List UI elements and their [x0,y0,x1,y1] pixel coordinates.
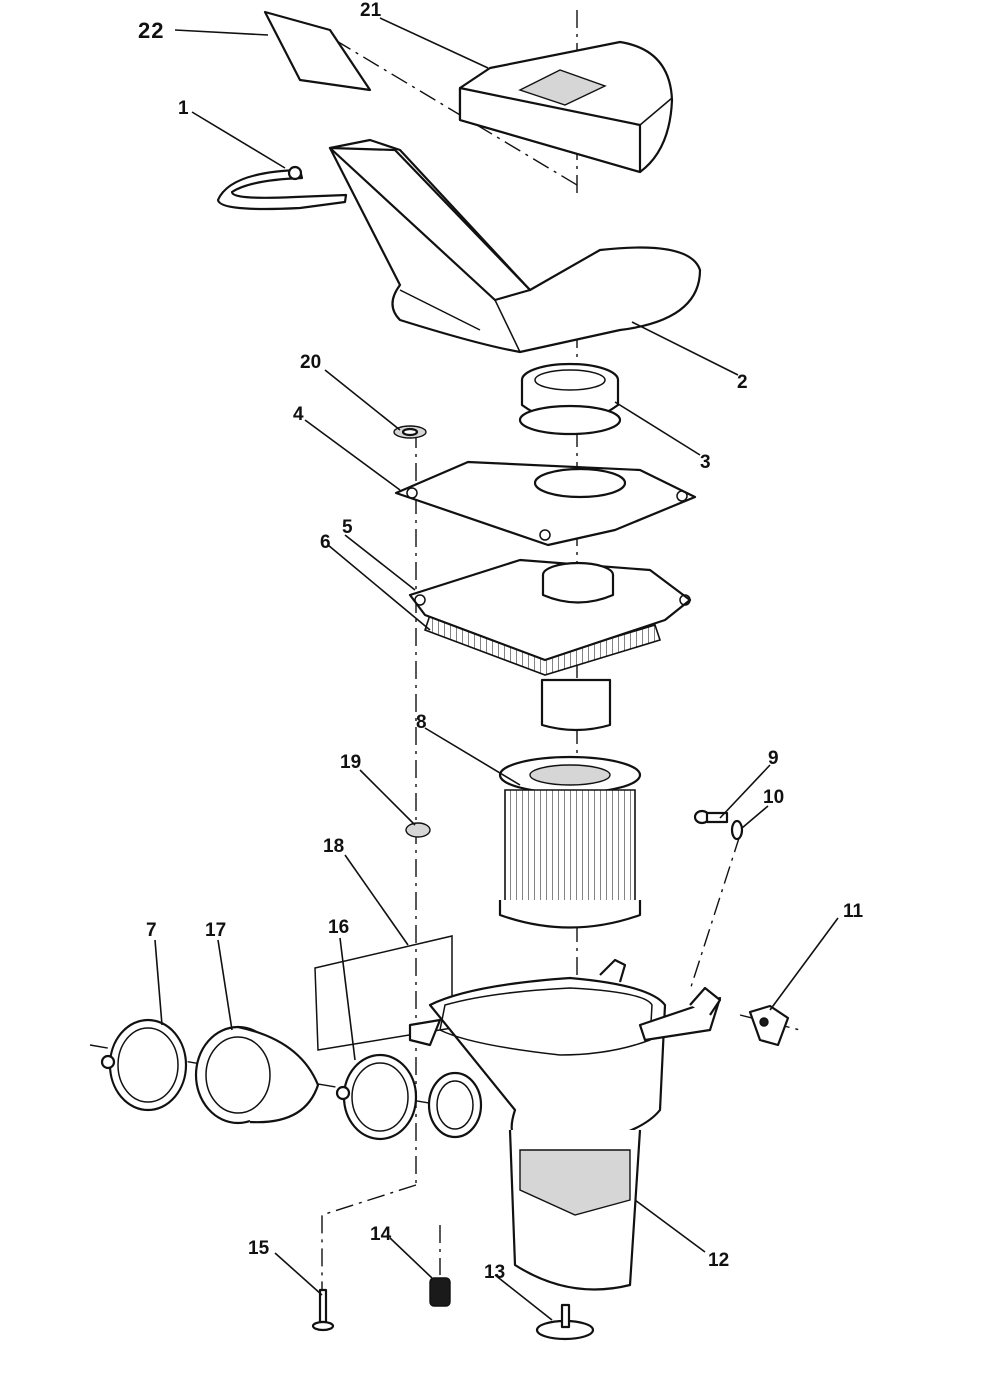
part-3-boot [518,362,622,436]
part-5-air-box-lid [408,558,692,732]
callout-8: 8 [416,712,427,733]
callout-11: 11 [843,901,864,922]
callout-1: 1 [178,98,189,119]
part-22-decal [263,10,372,92]
part-21-intake-foam [458,40,674,174]
callout-19: 19 [340,752,361,773]
callout-5: 5 [342,517,353,538]
part-9-screw [693,809,729,825]
part-8-filter-element [498,755,642,929]
callout-15: 15 [248,1238,270,1259]
part-2-intake-silencer [328,138,702,354]
callout-20: 20 [300,352,321,373]
part-4-cover-plate [394,460,697,547]
callout-9: 9 [768,748,779,769]
callout-7: 7 [146,920,157,941]
callout-13: 13 [484,1262,505,1283]
callout-4: 4 [293,404,304,425]
part-14-drain-plug [429,1277,451,1307]
callout-12: 12 [708,1250,729,1271]
callout-2: 2 [737,372,748,393]
part-11-clip-nut [748,1004,790,1047]
part-17-adapter [194,1025,320,1125]
callout-leaders [154,17,839,1321]
part-1-strap [216,165,348,211]
callout-17: 17 [205,920,226,941]
callout-16: 16 [328,917,349,938]
part-20-wing-nut [393,425,427,439]
callout-18: 18 [323,836,344,857]
part-12-air-box-housing [408,958,722,1291]
callout-14: 14 [370,1224,392,1245]
part-15-screw [311,1288,335,1332]
callout-6: 6 [320,532,331,553]
callout-21: 21 [360,0,382,21]
part-7-clamp [100,1018,188,1112]
part-10-washer [730,819,744,841]
callout-10: 10 [763,787,784,808]
callout-labels: 22 21 1 2 3 20 4 5 6 8 9 10 19 18 11 7 1… [138,0,864,1283]
part-19-nut [405,822,431,838]
part-13-drain-valve [535,1303,595,1341]
callout-22: 22 [138,18,164,43]
part-16-clamp [335,1053,418,1141]
callout-3: 3 [700,452,711,473]
